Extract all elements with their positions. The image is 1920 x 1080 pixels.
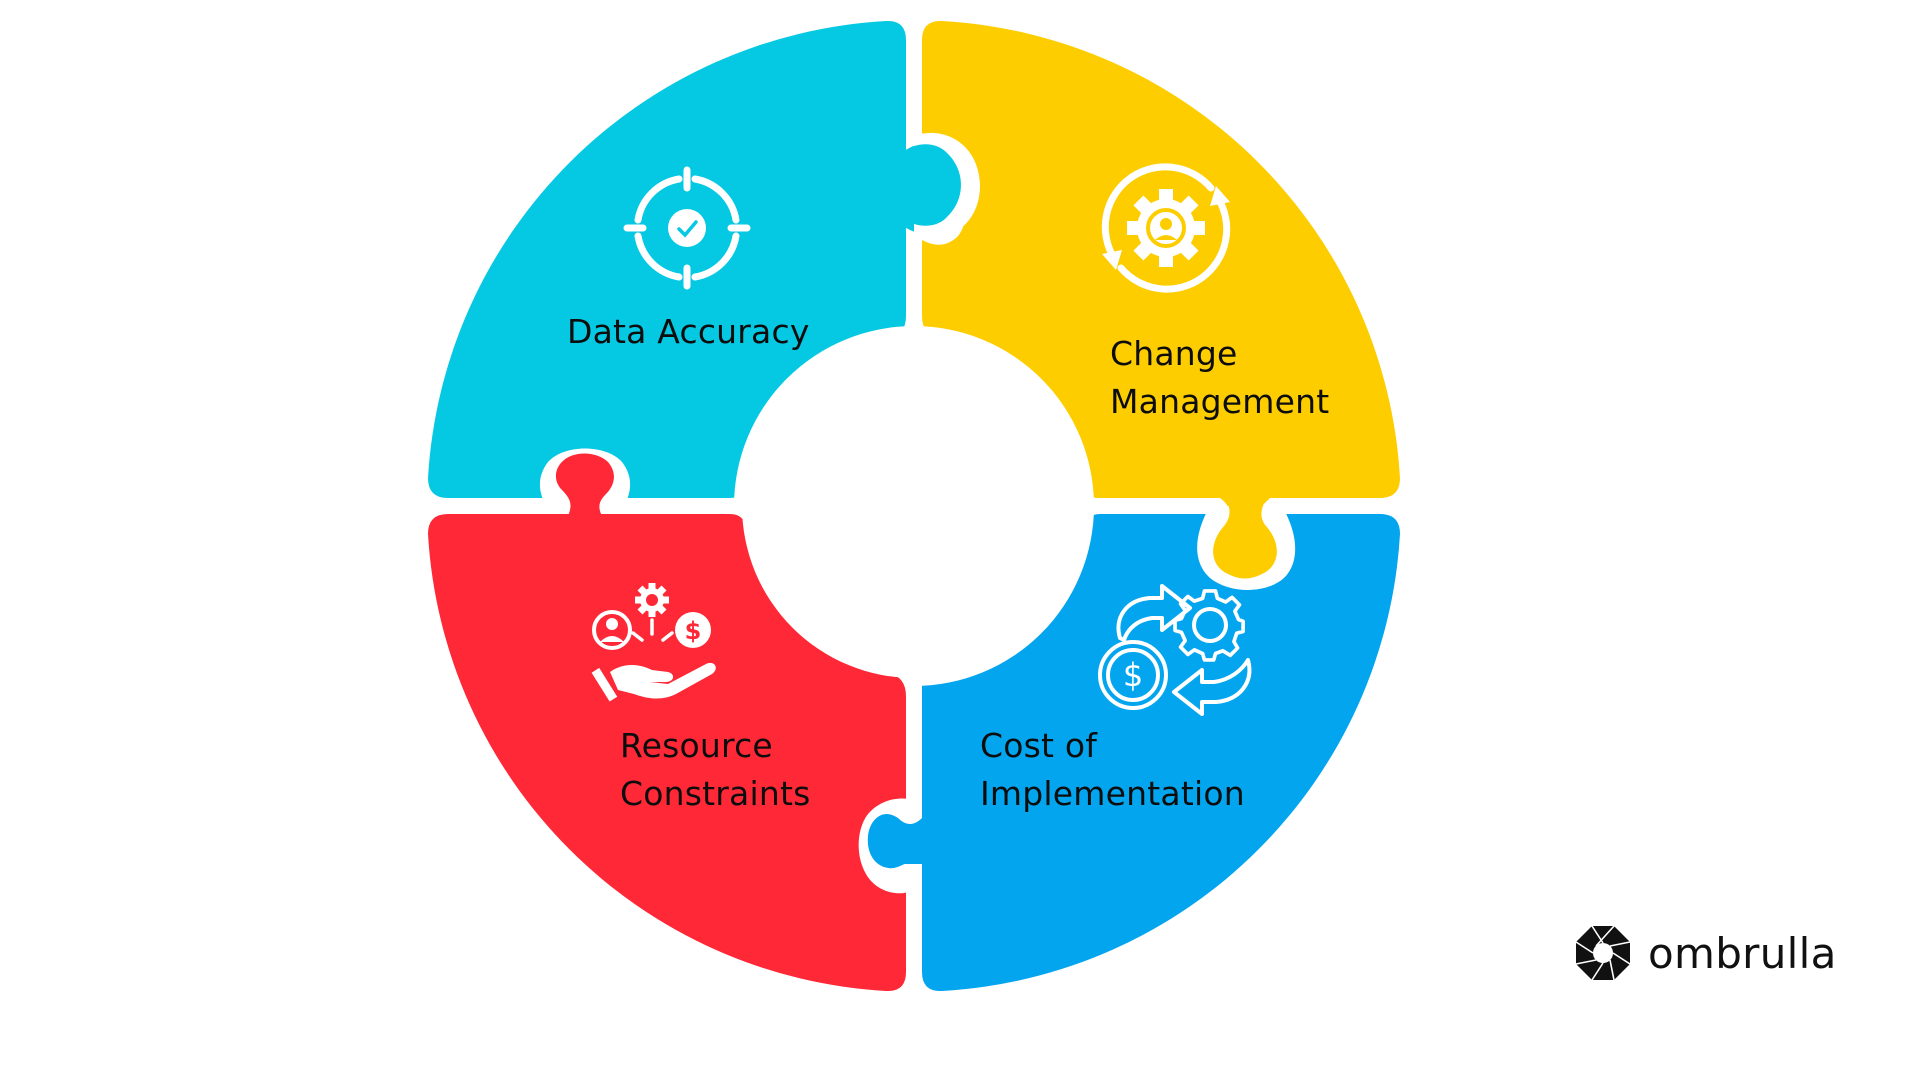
- svg-text:$: $: [1123, 656, 1143, 694]
- label-change-management: Change Management: [1110, 330, 1329, 426]
- label-line: Management: [1110, 382, 1330, 421]
- piece-data-accuracy: [428, 20, 950, 498]
- label-line: Change: [1110, 334, 1238, 373]
- label-line: Data Accuracy: [567, 312, 810, 351]
- label-line: Implementation: [980, 774, 1245, 813]
- label-line: Cost of: [980, 726, 1098, 765]
- piece-resource-constraints: [428, 448, 922, 992]
- label-data-accuracy: Data Accuracy: [567, 308, 810, 356]
- label-line: Resource: [620, 726, 773, 765]
- center-hole: [742, 334, 1086, 678]
- svg-text:$: $: [685, 617, 702, 645]
- target-check-icon: [623, 166, 751, 290]
- piece-change-management: [906, 20, 1400, 576]
- label-resource-constraints: Resource Constraints: [620, 722, 810, 818]
- label-cost-of-implementation: Cost of Implementation: [980, 722, 1245, 818]
- brand-logo: ombrulla: [1574, 922, 1837, 984]
- umbrella-octagon-icon: [1575, 925, 1631, 981]
- gear-person-cycle-icon: [1101, 163, 1231, 293]
- label-line: Constraints: [620, 774, 811, 813]
- brand-name: ombrulla: [1648, 928, 1837, 978]
- coin-gear-exchange-icon: $: [1098, 584, 1252, 716]
- hand-resources-icon: $: [591, 583, 716, 702]
